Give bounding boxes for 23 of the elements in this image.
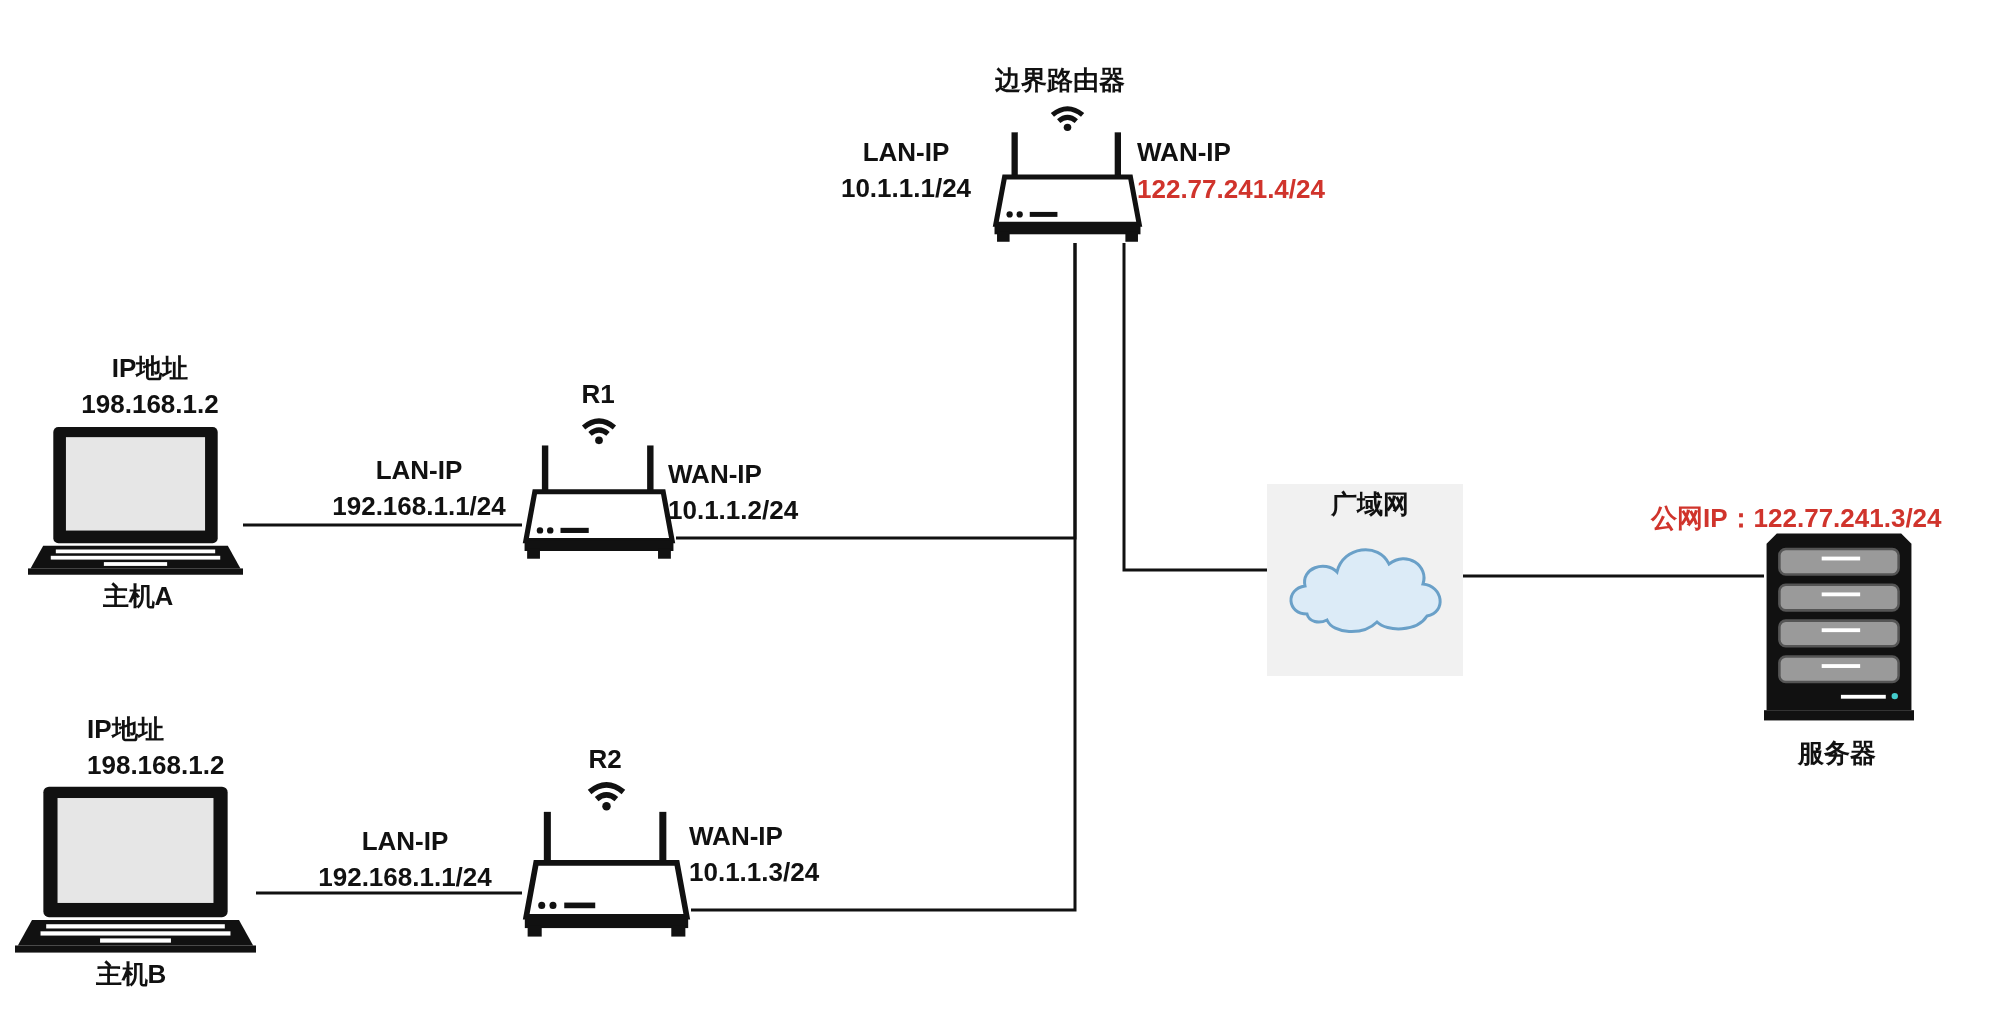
network-cable [1463,574,1764,578]
device-label: 主机B [95,958,167,991]
device-label: 主机A [102,580,174,613]
device-label: R2 [588,743,622,776]
device-label: 广域网 [1331,488,1409,521]
address-label: LAN-IP 192.168.1.1/24 [332,454,506,524]
address-label: LAN-IP 192.168.1.1/24 [318,825,492,895]
device-label: 服务器 [1798,737,1876,770]
address-label: WAN-IP 10.1.1.2/24 [668,458,799,528]
device-label: R1 [581,378,615,411]
device-label: 边界路由器 [995,64,1125,97]
network-cable [256,891,522,895]
address-label: LAN-IP 10.1.1.1/24 [840,136,972,206]
device-label: IP地址 198.168.1.2 [87,713,225,783]
panel-background [1267,484,1463,676]
network-cable [1122,243,1267,572]
device-label: IP地址 198.168.1.2 [81,352,219,422]
address-label: 公网IP：122.77.241.3/24 [1651,502,1942,535]
address-label: WAN-IP 10.1.1.3/24 [689,820,820,890]
network-cable [691,243,1077,912]
address-label: 122.77.241.4/24 [1137,173,1325,206]
network-cable [243,523,522,527]
address-label: WAN-IP [1137,136,1231,169]
